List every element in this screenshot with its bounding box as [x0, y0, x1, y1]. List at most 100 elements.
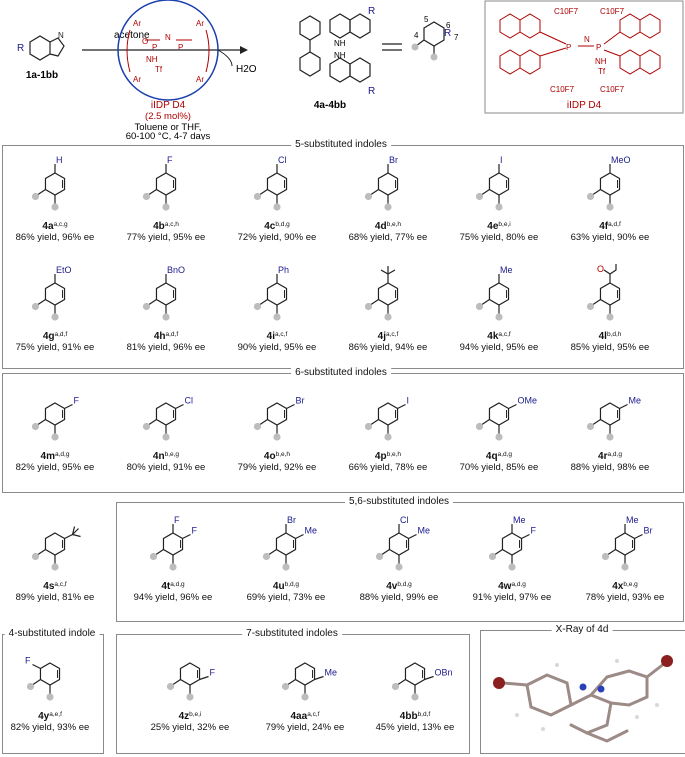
catalyst-ar-4: Ar — [196, 75, 204, 84]
attach-dot — [142, 192, 151, 201]
attach-dot — [31, 302, 40, 311]
compound-id: 4ha,d,f — [153, 331, 179, 342]
compound-footnotes: b,e,h — [386, 451, 402, 458]
structure-4l: O — [586, 264, 621, 321]
attach-dot — [495, 203, 503, 211]
attach-dot — [364, 422, 373, 431]
compound-id: 4aaa,c,f — [290, 711, 320, 722]
structure-4e: I — [475, 155, 510, 211]
compound-footnotes: b,d,g — [284, 581, 300, 588]
attach-dot — [384, 433, 392, 441]
compound-id: 4zb,e,i — [178, 711, 202, 722]
attach-dot — [384, 313, 392, 321]
attach-dot — [26, 682, 35, 691]
benzene-ring — [179, 662, 201, 686]
product-structure — [299, 13, 371, 83]
attach-dot — [621, 563, 629, 571]
catalyst-loading: (2.5 mol%) — [145, 111, 191, 122]
catalyst-ar-3: Ar — [133, 75, 141, 84]
benzene-ring — [488, 402, 510, 426]
compound-id: 4fa,d,f — [599, 221, 621, 232]
compound-id: 4eb,e,i — [487, 221, 511, 232]
attach-dot — [475, 302, 484, 311]
section-title-xray: X-Ray of 4d — [551, 624, 613, 635]
product-label: 4a-4bb — [314, 100, 346, 111]
structure-4o: Br — [253, 396, 305, 441]
attach-dot — [51, 203, 59, 211]
section-title-4: 4-substituted indole — [4, 628, 100, 639]
ring-attach-dot-2 — [430, 53, 438, 61]
ring-num-7: 7 — [454, 33, 459, 42]
substituent-label: Me — [629, 396, 642, 406]
catalyst-p-left: P — [152, 43, 157, 52]
benzene-ring — [377, 172, 399, 196]
benzene-ring — [266, 172, 288, 196]
attach-dot — [162, 433, 170, 441]
attach-dot — [169, 563, 177, 571]
benzene-ring — [155, 282, 177, 306]
section-title-5: 5-substituted indoles — [291, 139, 391, 150]
attach-dot — [606, 433, 614, 441]
attach-dot — [586, 422, 595, 431]
compound-result: 72% yield, 90% ee — [237, 232, 317, 243]
attach-dot — [273, 203, 281, 211]
compound-footnotes: a,e,f — [49, 711, 62, 718]
attach-dot — [586, 302, 595, 311]
attach-dot — [253, 302, 262, 311]
compound-id: 4xb,e,g — [612, 581, 638, 592]
substituent-label: F — [25, 656, 31, 666]
attach-dot — [262, 552, 271, 561]
attach-dot — [364, 302, 373, 311]
compound-id: 4ob,e,h — [263, 451, 291, 462]
substituent-label: Me — [626, 515, 639, 525]
arrow-head — [240, 46, 248, 54]
ring-num-5: 5 — [424, 15, 429, 24]
attach-dot — [51, 433, 59, 441]
catalyst-nh: NH — [146, 55, 158, 64]
attach-dot — [253, 422, 262, 431]
structure-4z: F — [166, 662, 216, 701]
substituent-label: F — [174, 515, 180, 525]
product-r-bottom: R — [368, 86, 375, 97]
benzene-ring — [404, 662, 426, 686]
compound-result: 94% yield, 96% ee — [133, 592, 213, 603]
water-loss-arrow — [217, 49, 233, 67]
benzene-ring — [388, 532, 410, 556]
compound-result: 89% yield, 81% ee — [15, 592, 95, 603]
attach-dot — [273, 433, 281, 441]
reagent-label: acetone — [114, 30, 150, 41]
benzene-ring — [44, 532, 66, 556]
benzene-ring — [599, 172, 621, 196]
attach-dot — [273, 313, 281, 321]
attach-dot — [142, 302, 151, 311]
catalyst-p-1: P — [566, 43, 571, 52]
reactant-nh: N — [58, 31, 64, 40]
compound-id: 4ja,c,f — [377, 331, 399, 342]
compound-result: 90% yield, 95% ee — [237, 342, 317, 353]
xray-structure — [493, 655, 673, 743]
compound-id: 4cb,d,g — [264, 221, 290, 232]
substituent-label: BnO — [167, 265, 185, 275]
compound-result: 68% yield, 77% ee — [348, 232, 428, 243]
attach-dot — [475, 422, 484, 431]
catalyst-o: O — [142, 37, 148, 46]
compound-footnotes: a,c,f — [54, 581, 67, 588]
attach-dot — [281, 682, 290, 691]
catalyst-rf-1: C10F7 — [554, 7, 579, 16]
compound-result: 45% yield, 13% ee — [375, 722, 455, 733]
substituent-label-2: Br — [644, 526, 653, 536]
benzene-ring — [266, 402, 288, 426]
structure-4r: Me — [586, 396, 642, 441]
compound-footnotes: b,d,h — [606, 331, 622, 338]
compound-id: 4pb,e,h — [374, 451, 402, 462]
